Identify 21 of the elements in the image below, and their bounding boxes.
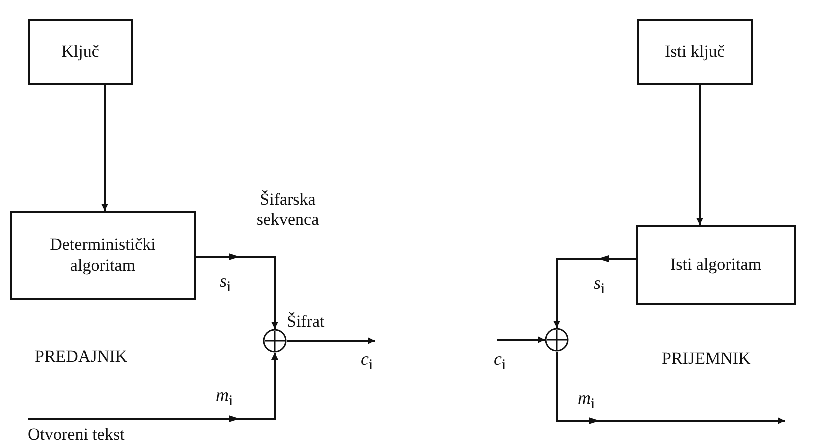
text-label: Otvoreni tekst xyxy=(28,425,125,446)
box-label: Deterministički algoritam xyxy=(49,235,157,276)
signal-label: s$_{i}$ xyxy=(220,272,232,296)
xor-circle-icon xyxy=(545,328,569,352)
text-label: PRIJEMNIK xyxy=(662,349,751,370)
process-box xyxy=(636,225,796,305)
process-box xyxy=(637,19,753,85)
signal-label: m$_{i}$ xyxy=(216,386,234,410)
process-box xyxy=(10,211,196,300)
xor-circle-icon xyxy=(263,329,287,353)
signal-label: m$_{i}$ xyxy=(578,389,596,413)
text-label: PREDAJNIK xyxy=(35,347,128,368)
signal-label: c$_{i}$ xyxy=(361,350,374,374)
text-label: Šifrat xyxy=(287,312,325,332)
box-label: Isti algoritam xyxy=(670,254,762,276)
box-label: Ključ xyxy=(62,42,100,62)
box-label: Isti ključ xyxy=(665,42,725,62)
process-box xyxy=(28,19,133,85)
signal-label: s$_{i}$ xyxy=(594,274,606,298)
text-label: Šifarska sekvenca xyxy=(256,190,320,231)
signal-label: c$_{i}$ xyxy=(494,350,506,374)
